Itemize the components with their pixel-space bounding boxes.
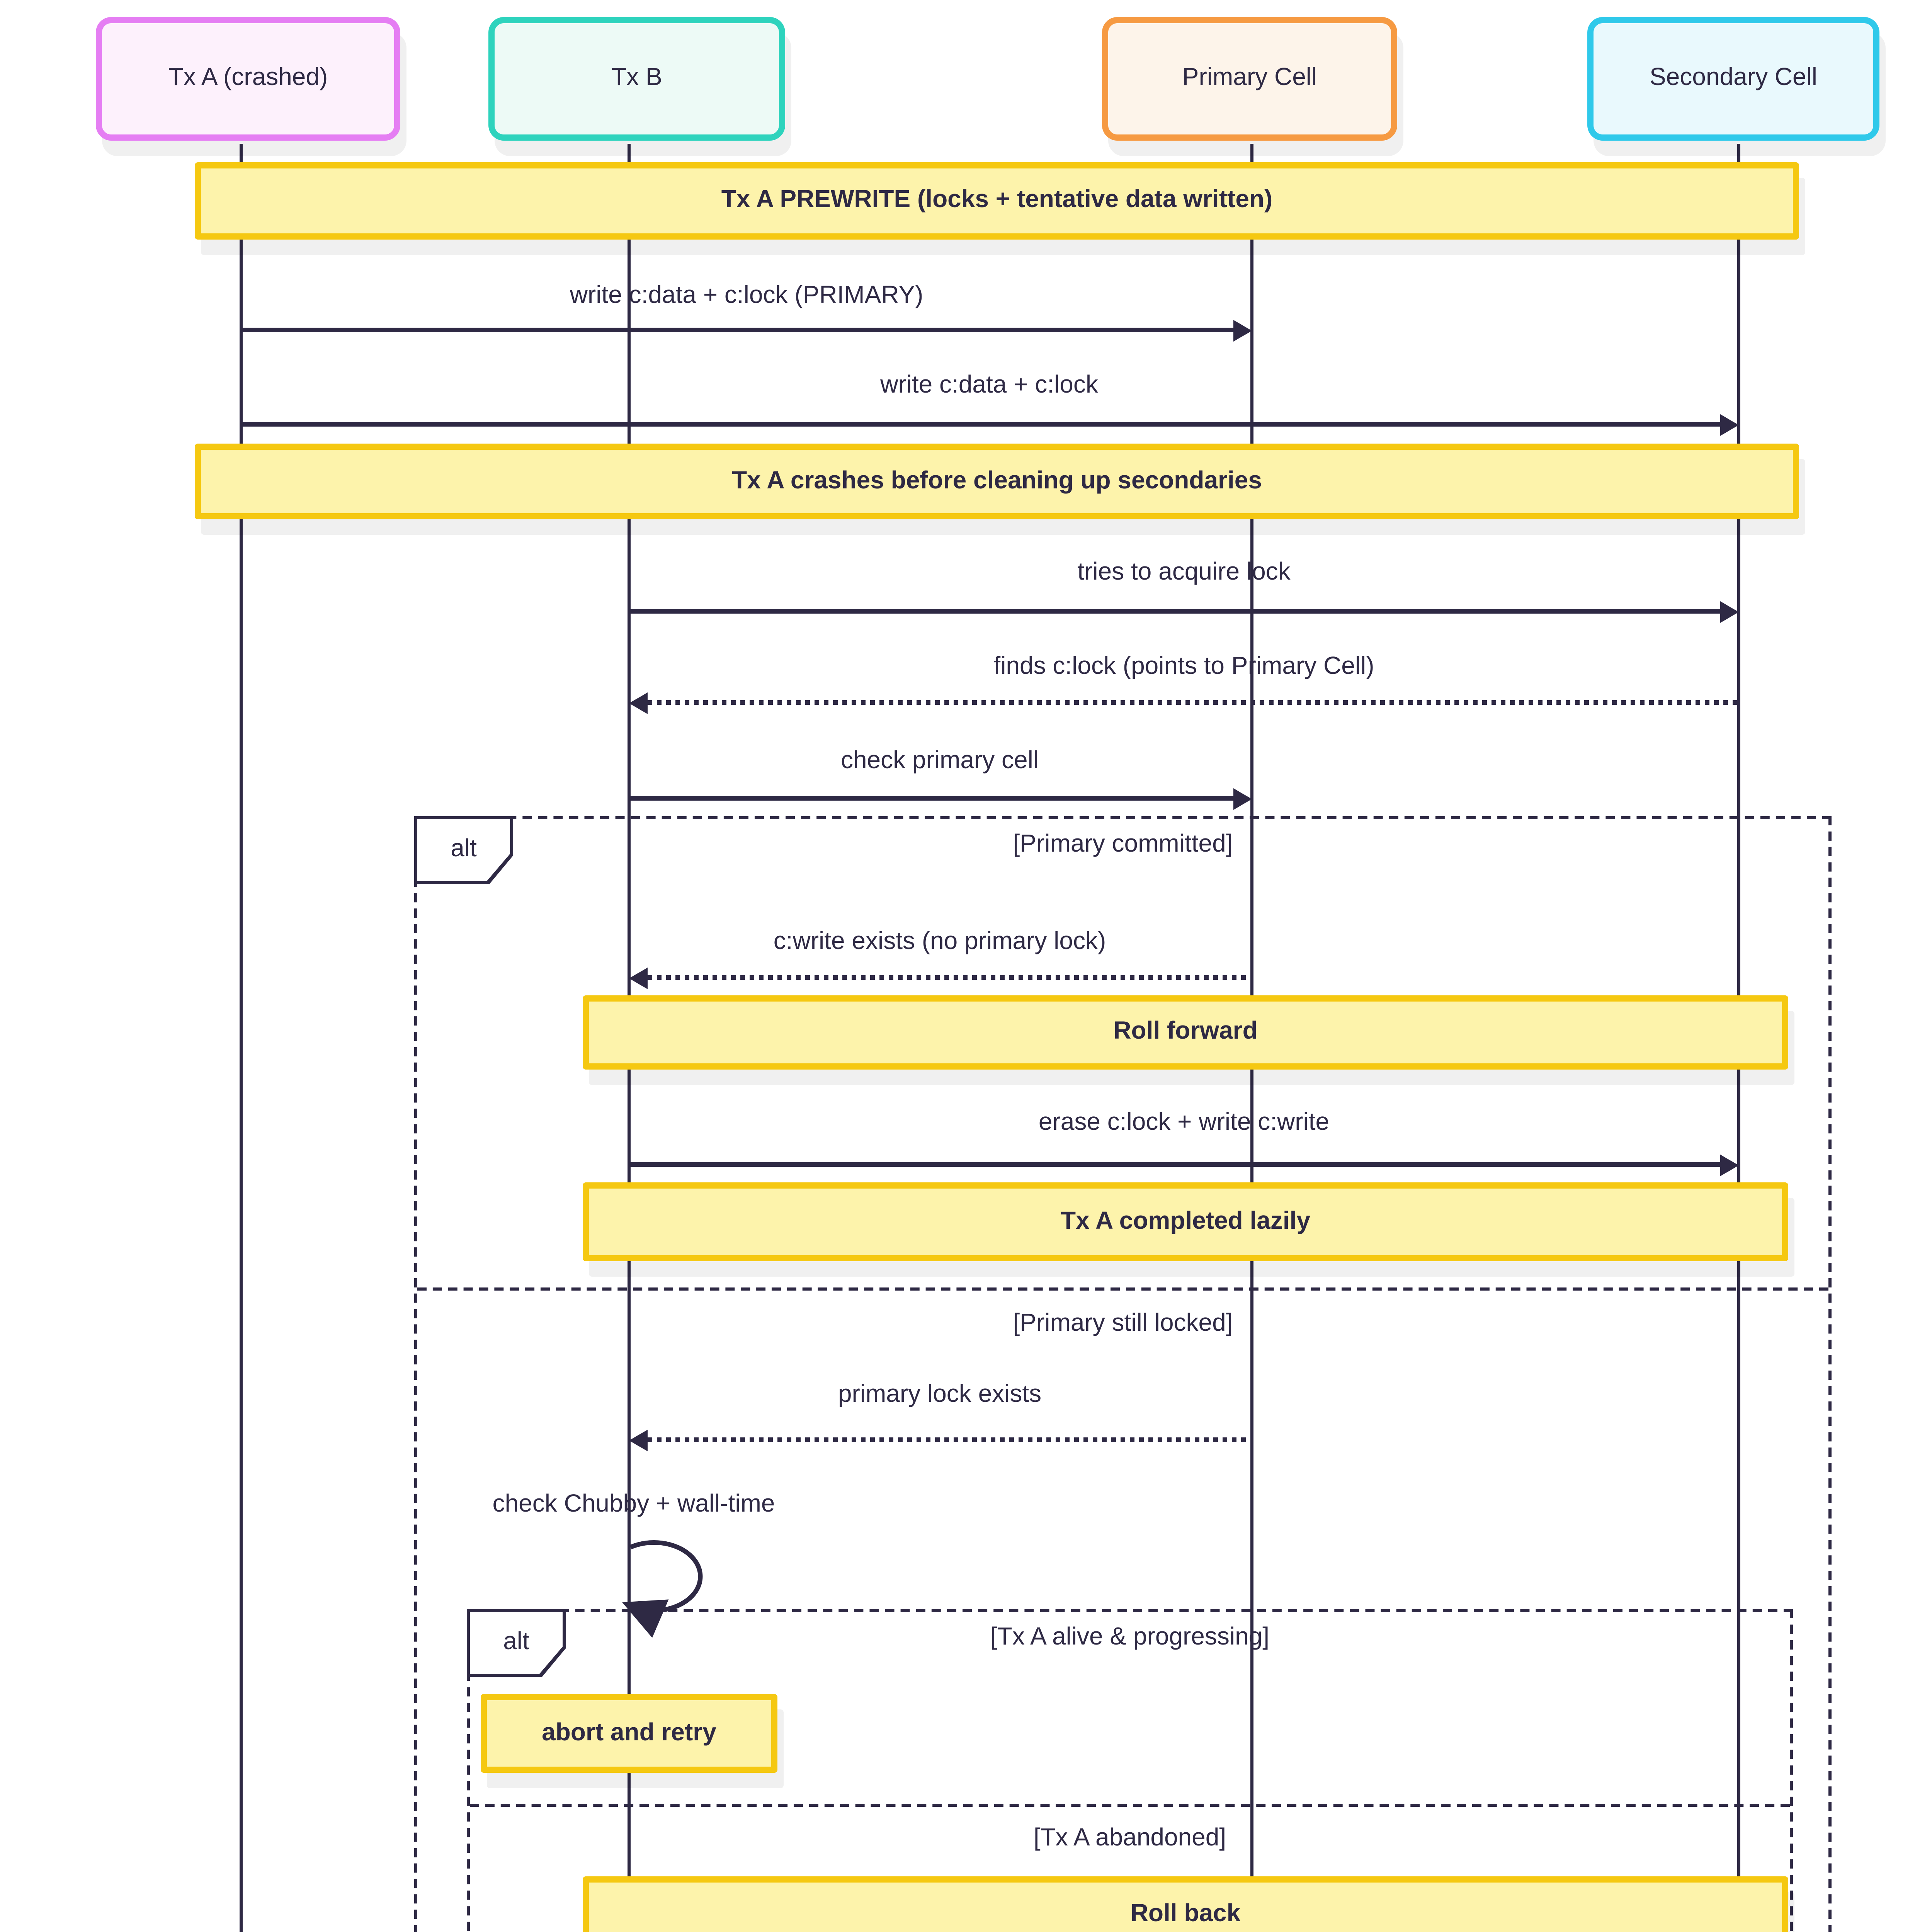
note-prewrite: Tx A PREWRITE (locks + tentative data wr… — [195, 162, 1799, 240]
arrowhead-left-icon — [629, 1430, 648, 1451]
message-label: erase c:lock + write c:write — [1038, 1110, 1330, 1136]
note-crashes: Tx A crashes before cleaning up secondar… — [195, 444, 1799, 519]
self-loop-icon — [622, 1540, 703, 1638]
message-arrow — [629, 796, 1236, 801]
arrowhead-right-icon — [1720, 601, 1739, 623]
arrowhead-right-icon — [1233, 788, 1252, 810]
message-label: primary lock exists — [838, 1382, 1042, 1408]
message-arrow — [241, 328, 1240, 332]
actor-tx-b-top: Tx B — [488, 17, 785, 141]
alt-frame-outer-tab: alt — [414, 816, 513, 884]
message-arrow-dashed — [648, 975, 1252, 980]
message-label: write c:data + c:lock — [880, 372, 1098, 399]
alt-frame-inner-tab: alt — [467, 1609, 566, 1677]
note-roll-back: Roll back — [583, 1876, 1788, 1932]
alt-divider-outer — [417, 1287, 1828, 1291]
message-label: finds c:lock (points to Primary Cell) — [993, 654, 1374, 680]
actor-secondary-cell-top: Secondary Cell — [1587, 17, 1879, 141]
lifeline-tx-a — [240, 144, 243, 1932]
arrowhead-right-icon — [1233, 320, 1252, 342]
actor-tx-a-top: Tx A (crashed) — [96, 17, 400, 141]
message-arrow-dashed — [648, 700, 1739, 705]
arrowhead-right-icon — [1720, 1155, 1739, 1176]
alt-frame-outer-label: alt — [417, 819, 510, 881]
alt-condition-primary-still-locked: [Primary still locked] — [1013, 1311, 1233, 1337]
alt-frame-inner: alt [Tx A alive & progressing] [Tx A aba… — [467, 1609, 1793, 1932]
alt-condition-tx-a-alive: [Tx A alive & progressing] — [990, 1624, 1270, 1651]
message-arrow-dashed — [648, 1437, 1252, 1442]
arrowhead-left-icon — [629, 968, 648, 989]
actor-primary-cell-top: Primary Cell — [1102, 17, 1397, 141]
note-abort-retry: abort and retry — [481, 1694, 777, 1773]
note-roll-forward: Roll forward — [583, 995, 1788, 1070]
note-completed-lazily: Tx A completed lazily — [583, 1182, 1788, 1261]
arrowhead-left-icon — [629, 692, 648, 714]
alt-condition-tx-a-abandoned: [Tx A abandoned] — [1033, 1825, 1226, 1852]
message-label: c:write exists (no primary lock) — [773, 929, 1106, 955]
message-label: tries to acquire lock — [1077, 560, 1291, 586]
message-label: check Chubby + wall-time — [492, 1492, 775, 1518]
alt-frame-inner-label: alt — [470, 1612, 563, 1674]
message-arrow — [629, 609, 1723, 614]
arrowhead-right-icon — [1720, 414, 1739, 436]
message-label: write c:data + c:lock (PRIMARY) — [570, 283, 923, 309]
message-arrow — [629, 1162, 1723, 1167]
alt-divider-inner — [470, 1804, 1790, 1807]
alt-condition-primary-committed: [Primary committed] — [1013, 832, 1233, 858]
message-label: check primary cell — [840, 748, 1039, 774]
message-arrow — [241, 422, 1723, 427]
alt-frame-outer: alt [Primary committed] [Primary still l… — [414, 816, 1832, 1932]
